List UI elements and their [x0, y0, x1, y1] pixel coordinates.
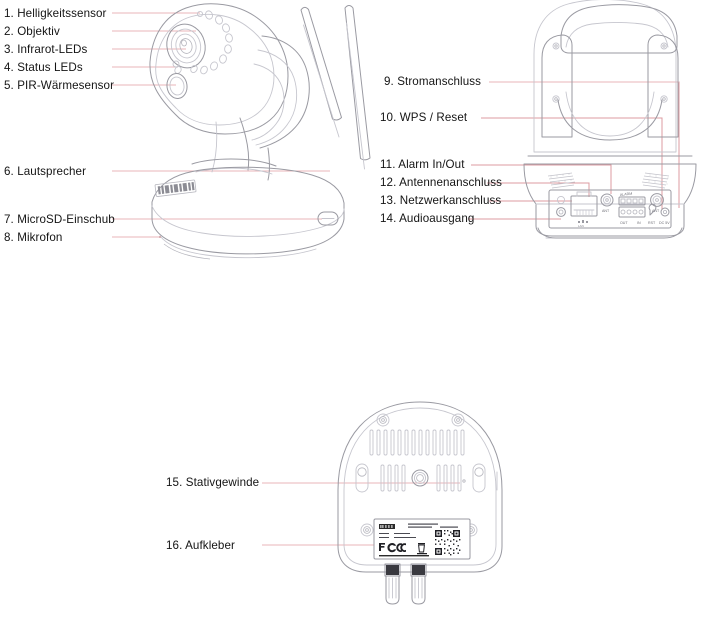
- svg-text:LAN: LAN: [578, 224, 584, 228]
- callout-14-audioausgang: 14. Audioausgang: [380, 212, 475, 225]
- leader-lines-right: [468, 81, 680, 220]
- callout-4-status-leds: 4. Status LEDs: [4, 61, 83, 74]
- alarm-terminal-block: ALARM OUT IN: [618, 192, 646, 225]
- svg-text:ALARM: ALARM: [620, 192, 633, 197]
- svg-text:IN: IN: [637, 221, 641, 225]
- callout-3-infrarot-leds: 3. Infrarot-LEDs: [4, 43, 88, 56]
- camera-front-view: [149, 3, 371, 260]
- callout-16-aufkleber: 16. Aufkleber: [166, 539, 235, 552]
- callout-1-helligkeitssensor: 1. Helligkeitssensor: [4, 7, 107, 20]
- callout-6-lautsprecher: 6. Lautsprecher: [4, 165, 87, 178]
- microsd-slot-front: [317, 211, 339, 226]
- connector-panel: LAN ANT ALARM: [548, 189, 672, 229]
- callout-8-mikrofon: 8. Mikrofon: [4, 231, 63, 244]
- svg-text:DC 5V: DC 5V: [659, 221, 670, 225]
- rj45-port: LAN: [570, 191, 598, 228]
- callout-9-stromanschluss: 9. Stromanschluss: [384, 75, 482, 88]
- callout-5-pir-waermesensor: 5. PIR-Wärmesensor: [4, 79, 115, 92]
- speaker-grille-left: [547, 172, 576, 189]
- qr-code: [434, 529, 461, 556]
- vent-slots-mid: [380, 464, 462, 492]
- svg-text:ANT: ANT: [652, 209, 660, 213]
- brand-logo-front: [154, 179, 197, 197]
- ir-led-ring: [174, 10, 233, 75]
- speaker-grille-right: [641, 172, 670, 189]
- camera-rear-view: LAN ANT ALARM: [523, 0, 697, 239]
- product-sticker: [373, 518, 471, 560]
- leader-lines-bottom: [262, 482, 460, 546]
- certification-marks: [379, 543, 427, 555]
- antenna-stubs: [384, 563, 427, 605]
- callout-7-microsd-einschub: 7. MicroSD-Einschub: [4, 213, 115, 226]
- callout-15-stativgewinde: 15. Stativgewinde: [166, 476, 260, 489]
- callout-12-antennenanschluss: 12. Antennenanschluss: [380, 176, 502, 189]
- vent-slots-upper: [369, 429, 465, 456]
- callout-10-wps-reset: 10. WPS / Reset: [380, 111, 468, 124]
- camera-bottom-view: [337, 401, 503, 605]
- svg-text:OUT: OUT: [620, 221, 628, 225]
- svg-text:ANT: ANT: [602, 209, 610, 213]
- callout-11-alarm-in-out: 11. Alarm In/Out: [380, 158, 465, 171]
- callout-2-objektiv: 2. Objektiv: [4, 25, 60, 38]
- callout-13-netzwerkanschluss: 13. Netzwerkanschluss: [380, 194, 502, 207]
- keyhole-mounts: [355, 463, 486, 493]
- tripod-thread: [411, 469, 429, 487]
- svg-text:RST: RST: [648, 221, 656, 225]
